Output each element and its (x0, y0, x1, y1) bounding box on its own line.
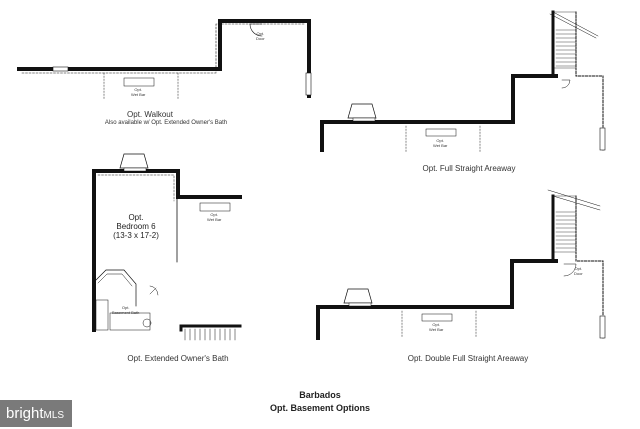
logo-suffix: MLS (43, 410, 65, 421)
extended-bath-caption: Opt. Extended Owner's Bath (127, 354, 229, 363)
wet-bar-label-line2: Wet Bar (131, 92, 146, 97)
double-areaway-door-label: Opt. Door (574, 266, 583, 276)
model-name: Barbados (299, 390, 341, 400)
wet-bar-label-line1: Opt. (436, 138, 444, 143)
double-areaway-plan (316, 189, 606, 340)
full-areaway-caption: Opt. Full Straight Areaway (422, 164, 516, 173)
areaway-wet-bar-label: Opt. Wet Bar (433, 138, 447, 148)
bath-plan-wet-bar-label: Opt. Wet Bar (207, 212, 221, 222)
double-areaway-wet-bar-label: Opt. Wet Bar (429, 322, 443, 332)
bedroom-label-line2: Bedroom 6 (116, 222, 156, 231)
wet-bar-label-line2: Wet Bar (207, 217, 222, 222)
bedroom-label: Opt. Bedroom 6 (13-3 x 17-2) (104, 213, 168, 240)
full-areaway-plan (320, 10, 606, 153)
walkout-door-label: Opt. Door (256, 31, 265, 41)
bedroom-label-line1: Opt. (128, 213, 144, 222)
double-areaway-caption: Opt. Double Full Straight Areaway (407, 354, 529, 363)
walkout-plan (17, 19, 312, 101)
wet-bar-label-line1: Opt. (134, 87, 142, 92)
wet-bar-label-line1: Opt. (210, 212, 218, 217)
wet-bar-label-line2: Wet Bar (433, 143, 448, 148)
door-label-line2: Door (574, 271, 583, 276)
walkout-caption: Opt. Walkout (127, 110, 173, 119)
bath-label-line2: Basement Bath (112, 310, 140, 315)
bath-label-line1: Opt. (121, 305, 130, 310)
basement-bath-label: Opt. Basement Bath (112, 305, 139, 315)
door-label-line1: Opt. (256, 31, 265, 36)
bedroom-label-dimensions: (13-3 x 17-2) (113, 231, 159, 240)
walkout-wet-bar-label: Opt. Wet Bar (131, 87, 145, 97)
door-label-line1: Opt. (574, 266, 583, 271)
extended-bath-plan (92, 153, 242, 341)
wet-bar-label-line1: Opt. (432, 322, 440, 327)
wet-bar-label-line2: Wet Bar (429, 327, 444, 332)
door-label-line2: Door (256, 36, 265, 41)
logo-brand: bright (6, 405, 44, 422)
plan-subtitle: Opt. Basement Options (269, 403, 370, 413)
walkout-note: Also available w/ Opt. Extended Owner's … (104, 120, 228, 126)
brightmls-logo: brightMLS (0, 400, 72, 427)
